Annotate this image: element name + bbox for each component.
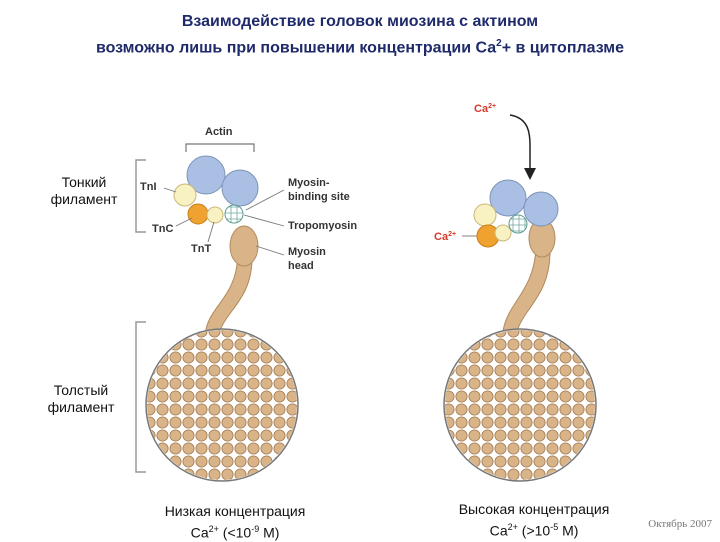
- low-concentration-caption-line-2: Са2+ (<10-9 М): [140, 520, 330, 542]
- thick-filament-label-line-1: Толстый: [53, 382, 109, 398]
- high-ion-charge: 2+: [507, 522, 518, 532]
- calcium-label-top-charge: 2+: [488, 103, 496, 110]
- arrow-head-icon: [524, 168, 536, 180]
- low-value-exponent: -9: [251, 524, 260, 534]
- tnc-subunit-left: [187, 203, 209, 225]
- thin-filament-label: Тонкий филамент: [44, 174, 124, 208]
- tropomyosin-label: Tropomyosin: [288, 220, 357, 232]
- myosin-head-label-2: head: [288, 260, 314, 272]
- high-value-exponent: -5: [550, 522, 559, 532]
- tni-subunit-left: [173, 183, 197, 207]
- title-line-2-superscript: 2: [496, 38, 502, 49]
- low-value-unit: М): [259, 524, 280, 541]
- label-lines: [163, 187, 285, 256]
- actin-brace: [185, 143, 255, 152]
- title-line-1: Взаимодействие головок миозина с актином: [181, 13, 539, 30]
- title-line-2: возможно лишь при повышении концентрации…: [0, 34, 720, 58]
- myosin-bundle-left: [147, 330, 297, 480]
- tnt-label: TnT: [191, 243, 211, 255]
- high-value-base: (>10: [517, 522, 551, 539]
- calcium-label-top: Ca2+: [474, 103, 496, 115]
- actin-monomer-left-2: [221, 169, 259, 207]
- calcium-label-bound-charge: 2+: [448, 231, 456, 238]
- tni-label: TnI: [140, 181, 157, 193]
- low-concentration-caption-line-1: Низкая концентрация: [164, 503, 306, 519]
- actin-monomer-right-2: [523, 191, 559, 227]
- thick-filament-bracket: [135, 321, 146, 473]
- thick-filament-label: Толстый филамент: [38, 382, 124, 416]
- myosin-binding-label-1: Myosin-: [288, 177, 330, 189]
- thin-filament-label-line-1: Тонкий: [61, 174, 107, 190]
- tnt-subunit-left: [206, 206, 224, 224]
- calcium-label-top-symbol: Ca: [474, 103, 489, 115]
- myosin-head-left: [229, 225, 259, 267]
- calcium-influx-arrow: [509, 114, 531, 172]
- title-line-2-end: + в цитоплазме: [501, 39, 625, 57]
- title-line-2-main: возможно лишь при повышении концентрации…: [95, 39, 497, 57]
- actin-monomer-right-1: [489, 179, 527, 217]
- low-ion-charge: 2+: [208, 524, 219, 534]
- thin-filament-label-line-2: филамент: [50, 191, 118, 207]
- low-concentration-caption: Низкая концентрация Са2+ (<10-9 М): [140, 502, 330, 542]
- myosin-neck-left: [204, 254, 253, 339]
- calcium-label-bound: Ca2+: [434, 231, 456, 243]
- myosin-bundle-right: [445, 330, 595, 480]
- high-concentration-caption: Высокая концентрация Са2+ (>10-5 М): [434, 500, 634, 540]
- thick-filament-label-line-2: филамент: [47, 399, 115, 415]
- tni-subunit-right: [473, 203, 497, 227]
- tnc-label: TnC: [152, 223, 173, 235]
- myosin-neck-right: [502, 247, 551, 337]
- thin-filament-bracket: [135, 159, 146, 233]
- high-concentration-caption-line-2: Са2+ (>10-5 М): [434, 518, 634, 540]
- low-value-base: (<10: [218, 524, 252, 541]
- high-concentration-caption-line-1: Высокая концентрация: [458, 501, 610, 517]
- tropomyosin-left: [224, 204, 244, 224]
- tnt-subunit-right: [494, 224, 512, 242]
- calcium-label-bound-symbol: Ca: [434, 231, 449, 243]
- actin-label: Actin: [205, 126, 233, 138]
- myosin-binding-label-2: binding site: [288, 191, 350, 203]
- actin-monomer-left-1: [186, 155, 226, 195]
- tropomyosin-right: [508, 214, 528, 234]
- footer-date: Октябрь 2007: [648, 518, 712, 530]
- high-ion-symbol: Са: [489, 522, 508, 539]
- low-ion-symbol: Са: [190, 524, 209, 541]
- myosin-head-label-1: Myosin: [288, 246, 326, 258]
- high-value-unit: М): [558, 522, 579, 539]
